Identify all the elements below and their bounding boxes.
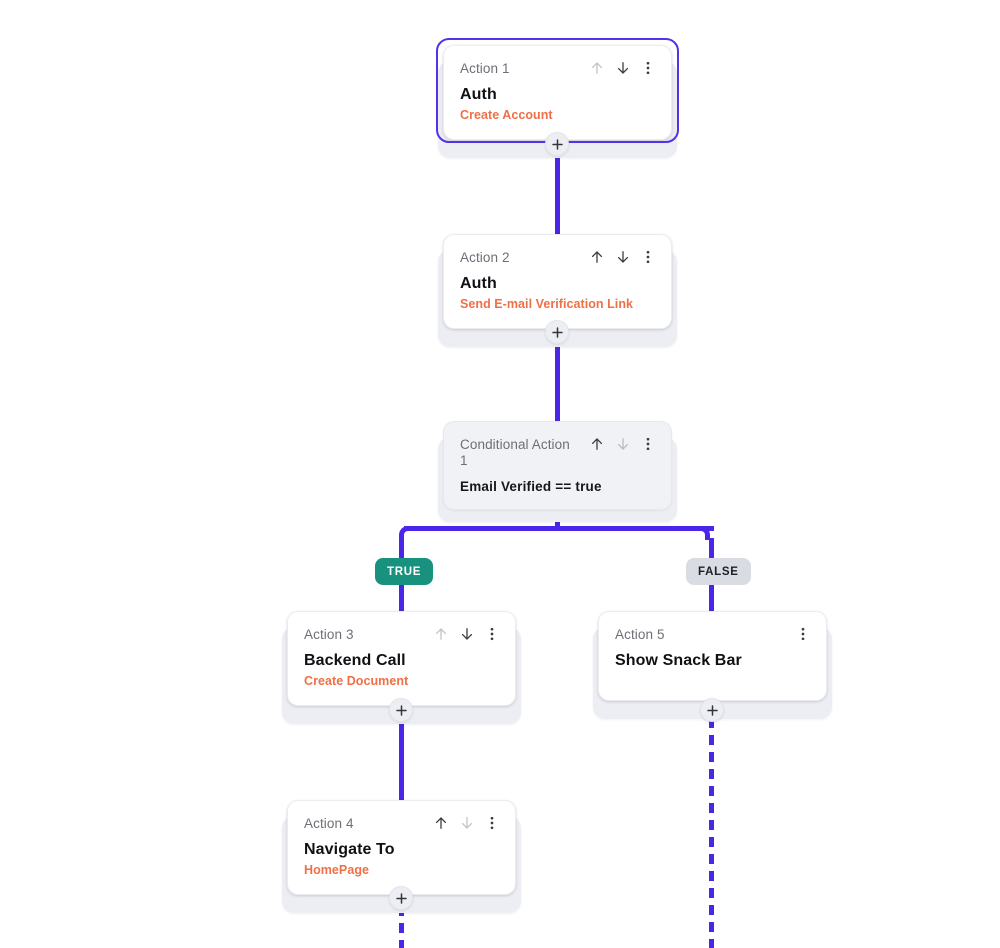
node-card[interactable]: Action 4 Navigate To HomePage (287, 800, 516, 895)
node-card-header: Action 1 (460, 60, 655, 77)
node-toolbar (589, 436, 655, 452)
node-card[interactable]: Action 2 Auth Send E-mail Verification L… (443, 234, 672, 329)
move-down-icon[interactable] (615, 436, 631, 452)
node-toolbar (589, 249, 655, 265)
move-up-icon[interactable] (433, 815, 449, 831)
add-node-button-after-action-3[interactable] (389, 698, 413, 722)
branch-badge-true[interactable]: TRUE (375, 558, 434, 585)
connector-tail-action5-dashed (709, 718, 714, 948)
node-title: Auth (460, 275, 497, 292)
connector-action3-action4 (399, 706, 404, 811)
node-index-label: Action 4 (304, 816, 354, 831)
node-subtitle: HomePage (304, 863, 370, 877)
node-toolbar (796, 626, 810, 642)
more-options-icon[interactable] (485, 626, 499, 642)
more-options-icon[interactable] (641, 436, 655, 452)
add-node-button-after-action-2[interactable] (545, 320, 569, 344)
flow-node-action-2[interactable]: Action 2 Auth Send E-mail Verification L… (438, 234, 677, 347)
move-down-icon[interactable] (459, 815, 475, 831)
node-toolbar (433, 815, 499, 831)
node-card[interactable]: Action 1 Auth Create Account (443, 45, 672, 140)
connector-branch-bus (404, 526, 714, 531)
node-index-label: Action 5 (615, 627, 665, 642)
flow-node-action-4[interactable]: Action 4 Navigate To HomePage (282, 800, 521, 913)
node-toolbar (589, 60, 655, 76)
move-up-icon[interactable] (433, 626, 449, 642)
flow-node-action-1[interactable]: Action 1 Auth Create Account (438, 45, 677, 158)
add-node-button-after-action-1[interactable] (545, 132, 569, 156)
node-index-label: Conditional Action 1 (460, 437, 570, 468)
flow-node-conditional-action-1[interactable]: Conditional Action 1 Email Verified == t… (438, 421, 677, 522)
node-card-header: Action 5 (615, 626, 810, 643)
move-up-icon[interactable] (589, 436, 605, 452)
connector-corner-true (399, 526, 413, 540)
connector-action1-action2 (555, 140, 560, 245)
flow-node-action-5[interactable]: Action 5 Show Snack Bar (593, 611, 832, 719)
more-options-icon[interactable] (485, 815, 499, 831)
node-index-label: Action 1 (460, 61, 510, 76)
move-down-icon[interactable] (615, 60, 631, 76)
more-options-icon[interactable] (641, 249, 655, 265)
more-options-icon[interactable] (641, 60, 655, 76)
node-card[interactable]: Conditional Action 1 Email Verified == t… (443, 421, 672, 510)
move-up-icon[interactable] (589, 60, 605, 76)
more-options-icon[interactable] (796, 626, 810, 642)
node-title: Show Snack Bar (615, 652, 742, 669)
connector-corner-false (696, 526, 710, 540)
connector-tail-action4-dashed (399, 906, 404, 948)
move-down-icon[interactable] (459, 626, 475, 642)
add-node-button-after-action-4[interactable] (389, 886, 413, 910)
node-title: Navigate To (304, 841, 395, 858)
node-subtitle: Send E-mail Verification Link (460, 297, 634, 311)
branch-true-label: TRUE (387, 565, 422, 578)
connector-action2-conditional (555, 328, 560, 428)
flow-node-action-3[interactable]: Action 3 Backend Call Create Document (282, 611, 521, 724)
node-card[interactable]: Action 3 Backend Call Create Document (287, 611, 516, 706)
move-up-icon[interactable] (589, 249, 605, 265)
node-title: Backend Call (304, 652, 406, 669)
add-node-button-after-action-5[interactable] (700, 698, 724, 722)
move-down-icon[interactable] (615, 249, 631, 265)
node-card-header: Action 3 (304, 626, 499, 643)
branch-false-label: FALSE (698, 565, 739, 578)
node-subtitle: Create Document (304, 674, 409, 688)
conditional-expression: Email Verified == true (460, 479, 602, 494)
node-index-label: Action 3 (304, 627, 354, 642)
branch-badge-false[interactable]: FALSE (686, 558, 751, 585)
node-subtitle: Create Account (460, 108, 553, 122)
node-title: Auth (460, 86, 497, 103)
node-card-header: Action 2 (460, 249, 655, 266)
node-index-label: Action 2 (460, 250, 510, 265)
node-toolbar (433, 626, 499, 642)
node-card-header: Action 4 (304, 815, 499, 832)
node-card-header: Conditional Action 1 (460, 436, 655, 469)
node-card[interactable]: Action 5 Show Snack Bar (598, 611, 827, 701)
